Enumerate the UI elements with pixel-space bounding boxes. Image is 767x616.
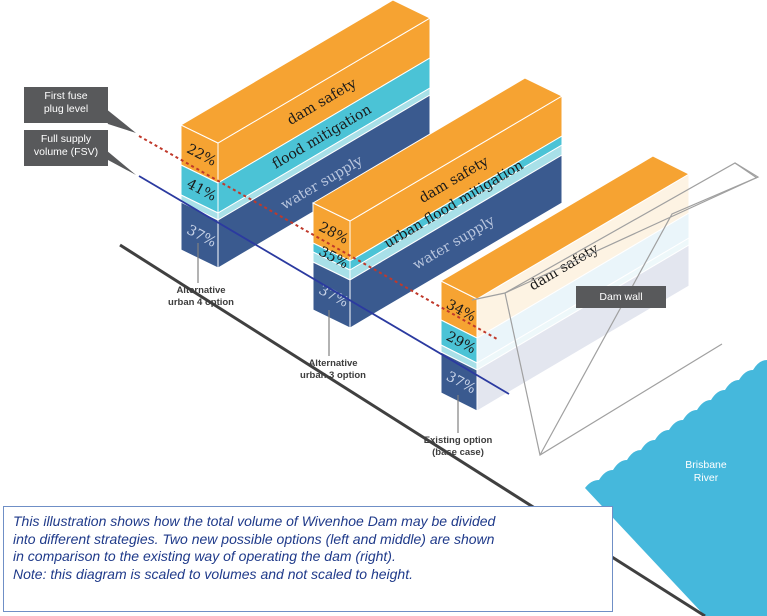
block-top-face [179,0,432,144]
caption-line: in comparison to the existing way of ope… [13,548,396,564]
block-front-layer [440,351,478,412]
caption-line: into different strategies. Two new possi… [13,530,495,547]
callout-line: Full supply [40,133,92,145]
option-label-line: Existing option [423,435,493,446]
fuse-plug-callout: First fuse plug level [24,87,108,123]
caption-line: This illustration shows how the total vo… [13,513,496,529]
option-label-line: Alternative [176,285,226,296]
fsv-callout: Full supply volume (FSV) [24,130,108,166]
block-front-layer [312,261,351,329]
callout-line: plug level [43,103,89,115]
brisbane-river [585,360,767,616]
river-label: Brisbane River [676,459,736,485]
callout-line: volume (FSV) [33,146,99,158]
river-label-line: Brisbane [685,459,727,471]
river-label-line: River [693,472,719,484]
full-supply-volume-line [138,175,510,395]
caption-line: Note: this diagram is scaled to volumes … [13,565,413,582]
block-top-face [311,77,564,222]
dam-wall-outline [471,162,760,456]
option-label-urban-4: Alternative urban 4 option [146,285,256,309]
option-label-line: urban 4 option [168,297,234,308]
fsv-pointer [100,145,136,175]
block-top-face [439,155,691,300]
option-label-line: Alternative [308,358,358,369]
block-front-layer [180,201,219,269]
fuse-plug-pointer [100,104,136,133]
dam-wall-callout: Dam wall [576,286,666,308]
option-label-line: urban 3 option [300,370,366,381]
option-label-urban-3: Alternative urban 3 option [278,358,388,382]
caption-box: This illustration shows how the total vo… [3,506,613,612]
fuse-plug-level-line [138,135,498,340]
option-label-line: (base case) [432,447,484,458]
callout-line: First fuse [44,90,88,102]
option-label-existing: Existing option (base case) [403,435,513,459]
